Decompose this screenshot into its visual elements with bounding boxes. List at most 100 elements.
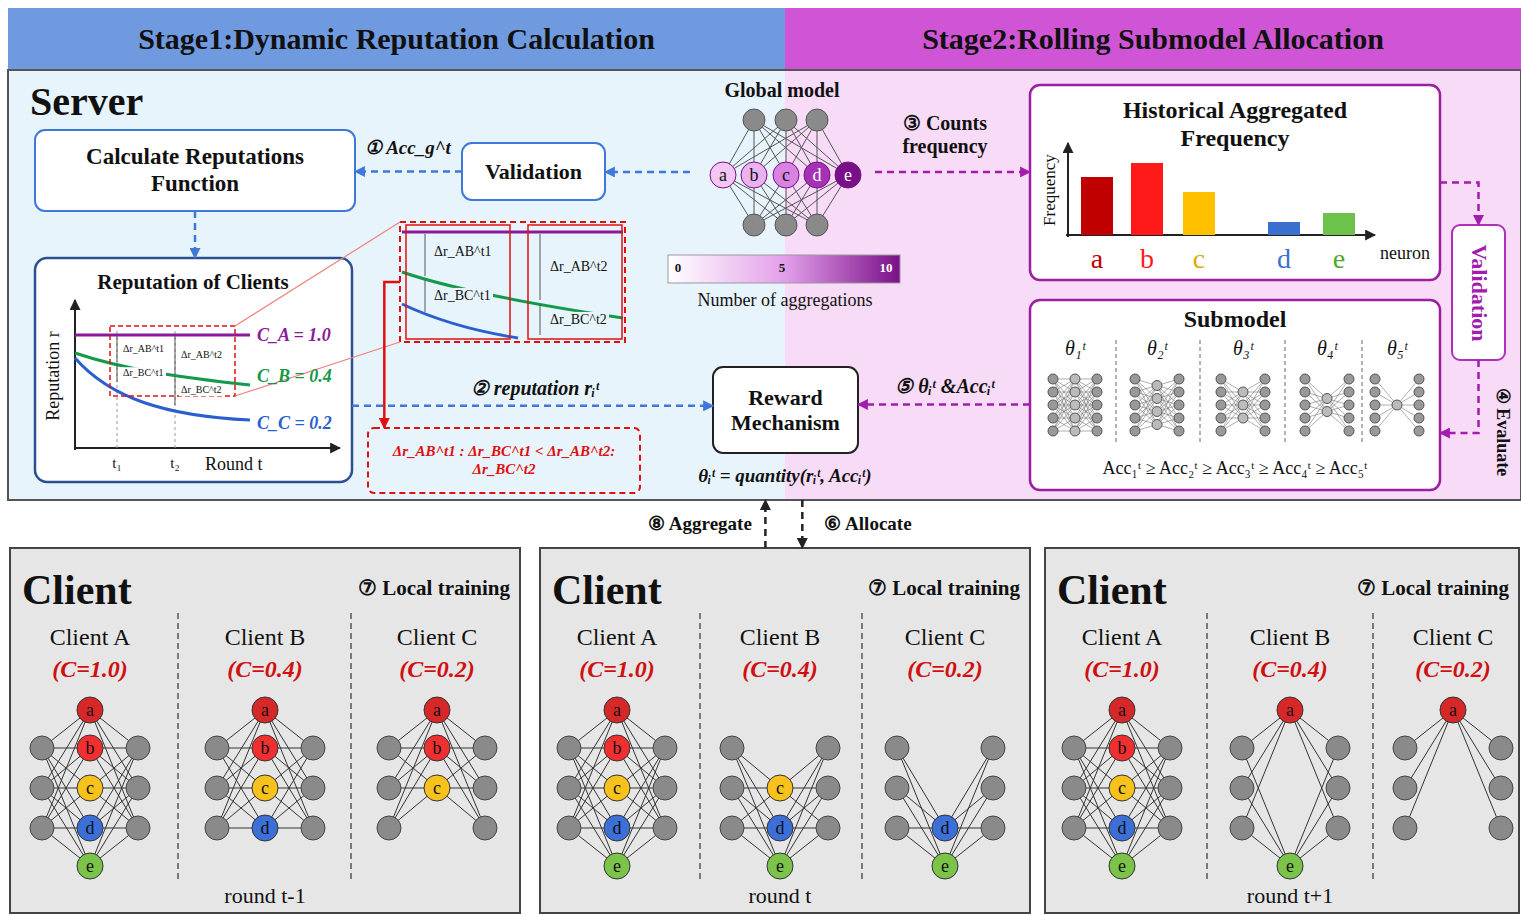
gray-neuron [301, 736, 325, 760]
gray-neuron [1344, 426, 1354, 436]
gray-neuron [1344, 374, 1354, 384]
neuron-shape [932, 853, 958, 879]
edge-label: ⑧ Aggregate [646, 513, 754, 535]
gray-neuron [1300, 426, 1310, 436]
network-wire [1221, 379, 1243, 418]
gray-neuron [816, 736, 840, 760]
network-wire [1290, 710, 1338, 828]
neuron: d [804, 162, 830, 188]
text-label: Acc₁ᵗ ≥ Acc₂ᵗ ≥ Acc₃ᵗ ≥ Acc₄ᵗ ≥ Acc₅ᵗ [1102, 458, 1367, 479]
connector-arrow [875, 171, 1030, 174]
neuron-shape [1109, 815, 1135, 841]
gray-neuron [1300, 400, 1310, 410]
dimension [175, 336, 176, 374]
neuron: a [424, 697, 450, 723]
neuron: b [424, 735, 450, 761]
text-label: a [719, 165, 727, 186]
frequency-bar [1183, 192, 1215, 235]
connector-arrow [355, 170, 462, 173]
neuron: b [1109, 735, 1135, 761]
gray-neuron [1216, 426, 1226, 436]
dimension [425, 280, 426, 312]
neuron-shape [932, 815, 958, 841]
neuron-shape [604, 775, 630, 801]
frequency-chart-box-shape [1030, 85, 1440, 280]
gray-neuron [1344, 413, 1354, 423]
neuron-shape [604, 853, 630, 879]
neuron-shape [424, 735, 450, 761]
separator [699, 613, 701, 883]
stage-header: Stage2:Rolling Submodel Allocation [785, 8, 1521, 70]
neuron: a [604, 697, 630, 723]
neuron: a [1440, 697, 1466, 723]
text-label: (C=0.4) [742, 656, 818, 684]
gray-neuron [1414, 374, 1424, 384]
network-wire [42, 710, 90, 828]
text-label: (C=1.0) [52, 656, 128, 684]
annotation-label: 10 [880, 261, 893, 276]
text-label: round t-1 [224, 883, 305, 908]
gray-neuron [1130, 413, 1140, 423]
gray-neuron [1130, 387, 1140, 397]
text-label: c [776, 778, 784, 799]
gray-neuron [1062, 816, 1086, 840]
gray-neuron [1216, 387, 1226, 397]
neuron-shape [77, 697, 103, 723]
neuron: d [932, 815, 958, 841]
gray-neuron [1260, 400, 1270, 410]
network-wire [732, 748, 780, 866]
gray-neuron [126, 736, 150, 760]
network-wire [1242, 710, 1290, 828]
gray-neuron [301, 776, 325, 800]
gray-neuron [720, 776, 744, 800]
text-label: ⑦ Local training [868, 576, 1020, 600]
text-label: C_A = 1.0 [257, 325, 331, 346]
gray-neuron [1300, 374, 1310, 384]
process-box-shape [713, 367, 858, 453]
neuron: c [604, 775, 630, 801]
text-label: b [433, 738, 442, 759]
gridline [175, 328, 176, 448]
neuron: b [252, 735, 278, 761]
gray-neuron [1158, 776, 1182, 800]
gray-neuron [885, 816, 909, 840]
gray-neuron [981, 736, 1005, 760]
reputation-line [75, 334, 250, 337]
gray-neuron [1260, 387, 1270, 397]
text-label: (C=1.0) [1084, 656, 1160, 684]
zoom-region [110, 326, 235, 396]
process-box-shape [462, 143, 605, 200]
separator [1372, 613, 1374, 883]
gray-neuron [205, 736, 229, 760]
edge-label: ⑤ θᵢᵗ &Accᵢᵗ [893, 375, 996, 398]
process-box: Calculate Reputations Function [35, 130, 355, 211]
gray-neuron [1048, 413, 1058, 423]
reputation-line [75, 358, 250, 420]
separator [1200, 340, 1201, 445]
neuron: a [1109, 697, 1135, 723]
text-label: θ₃ᵗ [1233, 337, 1253, 360]
gray-neuron [1326, 736, 1350, 760]
frequency-chart-box: Historical Aggregated FrequencyFrequency… [1030, 85, 1440, 280]
separator [861, 613, 863, 883]
neuron: a [710, 162, 736, 188]
text-label: b [86, 738, 95, 759]
text-label: Historical Aggregated Frequency [1095, 97, 1375, 152]
neuron-shape [424, 697, 450, 723]
gray-neuron [1414, 413, 1424, 423]
text-label: Validation [1466, 244, 1491, 341]
gray-neuron [1344, 400, 1354, 410]
neuron: c [767, 775, 793, 801]
text-label: Δr_BC^t1 [121, 367, 166, 379]
dimension [425, 234, 426, 276]
edge-label: ① Acc_g^t [363, 137, 453, 159]
network-wire [1221, 392, 1243, 431]
text-label: d [613, 818, 622, 839]
neuron-shape [252, 775, 278, 801]
text-label: Frequency [1040, 154, 1060, 226]
axis [74, 300, 76, 450]
text-label: (C=0.2) [399, 656, 475, 684]
gray-neuron [1238, 400, 1248, 410]
frequency-bar [1081, 177, 1113, 235]
zoom-frame [528, 225, 622, 339]
